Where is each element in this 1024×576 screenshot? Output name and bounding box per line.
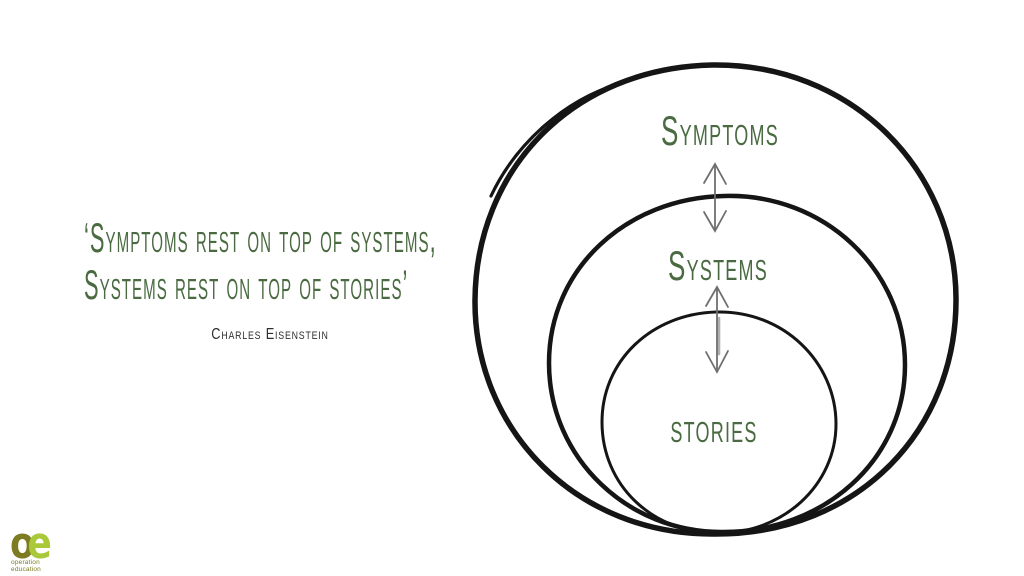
outer-circle-overdraw bbox=[489, 82, 620, 198]
quote-line-1: ‘Symptoms rest on top of systems, bbox=[84, 214, 437, 261]
systems-stories-arrow-icon bbox=[705, 285, 729, 374]
inner-circle bbox=[600, 310, 838, 535]
logo-letter-e: e bbox=[27, 518, 52, 569]
logo-letter-o: o bbox=[10, 518, 35, 569]
quote-line-2: Systems rest on top of stories’ bbox=[84, 261, 409, 308]
operation-education-logo: oe operation education bbox=[10, 522, 61, 574]
logo-oe-mark: oe bbox=[10, 522, 52, 566]
inner-circle-label: stories bbox=[670, 404, 758, 451]
logo-caption-line-1: operation bbox=[11, 559, 40, 566]
logo-caption-line-2: education bbox=[11, 566, 41, 573]
outer-circle-label: Symptoms bbox=[661, 107, 779, 154]
quote-attribution: Charles Eisenstein bbox=[211, 326, 329, 343]
symptoms-systems-arrow-icon bbox=[703, 162, 727, 233]
middle-circle-label: Systems bbox=[668, 242, 768, 289]
quote-block: ‘Symptoms rest on top of systems, System… bbox=[84, 214, 437, 308]
logo-caption: operation education bbox=[11, 559, 41, 573]
